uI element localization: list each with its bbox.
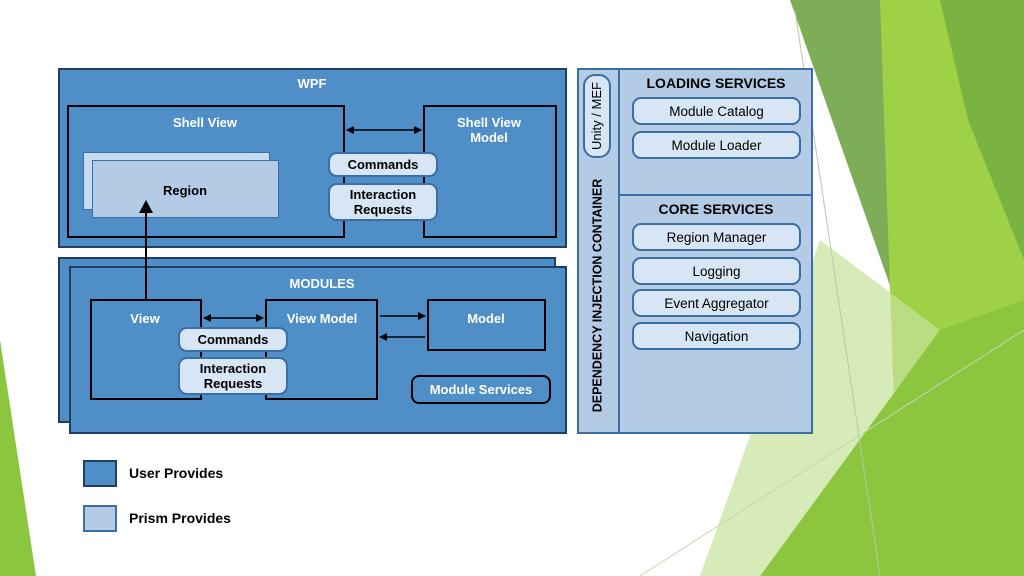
legend-user-label: User Provides [129,465,224,481]
region-label: Region [162,183,208,198]
right-mid-green-shape [940,0,1024,260]
loading-services-title: LOADING SERVICES [646,75,786,91]
module-services-box: Module Services [411,375,551,404]
region-manager-pill: Region Manager [632,223,801,251]
event-aggregator-pill: Event Aggregator [632,289,801,317]
unity-mef-label: Unity / MEF [589,82,604,150]
module-interaction-requests-pill: Interaction Requests [178,357,288,395]
legend-prism-label: Prism Provides [129,510,231,526]
right-pale-green-shape [700,240,940,576]
di-container-label: DEPENDENCY INJECTION CONTAINER [590,178,605,413]
left-green-wedge [0,340,36,576]
shell-view-model-line2: Model [470,130,508,145]
module-loader-label: Module Loader [671,137,762,153]
module-services-label: Module Services [429,382,533,397]
legend-user-swatch [83,460,117,487]
thin-diagonal-line-2 [639,329,1024,576]
module-loader-pill: Module Loader [632,131,801,159]
module-interaction-line2: Requests [203,376,263,391]
view-to-region-arrowhead [139,200,153,213]
logging-label: Logging [692,263,741,279]
shell-view-label: Shell View [172,115,238,130]
shell-view-model-line1: Shell View [456,115,522,130]
wpf-interaction-requests-pill: Interaction Requests [328,183,438,221]
module-interaction-line1: Interaction [199,361,267,376]
wpf-interaction-line1: Interaction [349,187,417,202]
module-commands-pill: Commands [178,327,288,352]
wpf-title: WPF [297,76,327,91]
navigation-pill: Navigation [632,322,801,350]
event-aggregator-label: Event Aggregator [664,295,769,311]
legend-prism-swatch [83,505,117,532]
shell-view-model-label: Shell View Model [425,115,553,145]
modules-title: MODULES [289,276,355,291]
wpf-interaction-line2: Requests [353,202,413,217]
view-model-label: View Model [286,311,358,326]
module-catalog-pill: Module Catalog [632,97,801,125]
wpf-commands-pill: Commands [328,152,438,177]
region-manager-label: Region Manager [666,229,767,245]
module-commands-label: Commands [197,332,269,347]
region-box [92,160,279,218]
wpf-commands-label: Commands [347,157,419,172]
module-catalog-label: Module Catalog [669,103,764,119]
di-horizontal-divider [619,194,813,196]
di-divider [618,68,620,434]
core-services-title: CORE SERVICES [658,201,774,217]
logging-pill: Logging [632,257,801,285]
right-bottom-green-shape [760,300,1024,576]
model-box [427,299,546,351]
unity-mef-pill [583,74,611,158]
model-label: Model [467,311,505,326]
view-label: View [130,311,160,326]
di-container [577,68,813,434]
navigation-label: Navigation [684,328,749,344]
